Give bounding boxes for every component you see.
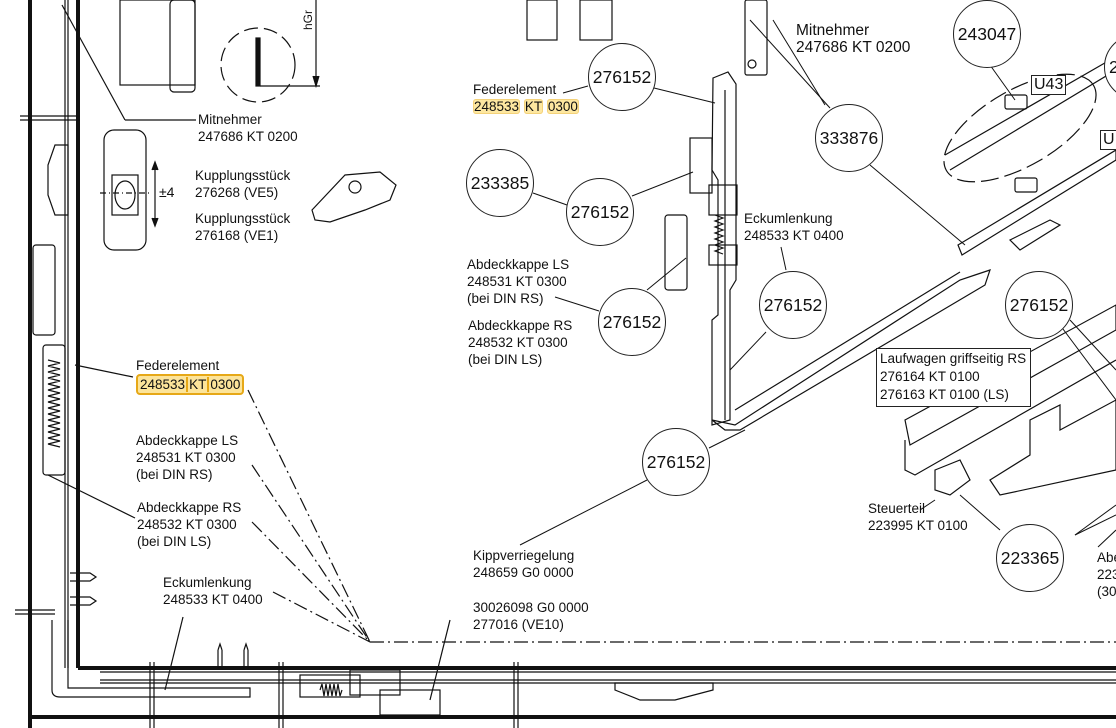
label-abdeckkappe-ls-mid: Abdeckkappe LS 248531 KT 0300 (bei DIN R… bbox=[467, 256, 569, 307]
code-part: KT bbox=[523, 99, 544, 114]
dimension-hgr: hGr bbox=[301, 10, 315, 30]
callout-bubble[interactable]: 243047 bbox=[953, 0, 1021, 68]
code-part: KT bbox=[186, 377, 210, 392]
part-name: Eckumlenkung bbox=[744, 211, 833, 226]
tolerance-label: ±4 bbox=[159, 184, 175, 200]
part-code: 247686 KT 0200 bbox=[198, 129, 298, 144]
part-code: 248531 KT 0300 bbox=[467, 274, 567, 289]
part-code: 30026098 G0 0000 bbox=[473, 600, 589, 615]
part-name: Abdeckkappe RS bbox=[137, 500, 242, 515]
label-eckumlenkung-mid: Eckumlenkung 248533 KT 0400 bbox=[744, 210, 844, 244]
label-mitnehmer-right: Mitnehmer 247686 KT 0200 bbox=[796, 22, 910, 56]
code-part: 248533 bbox=[140, 377, 186, 392]
label-kippverriegelung: Kippverriegelung 248659 G0 0000 bbox=[473, 547, 574, 581]
code-part: 0300 bbox=[210, 377, 241, 392]
part-name: Laufwagen griffseitig RS bbox=[880, 351, 1027, 366]
part-code: 248531 KT 0300 bbox=[136, 450, 236, 465]
part-name: Eckumlenkung bbox=[163, 575, 252, 590]
part-name: Kippverriegelung bbox=[473, 548, 575, 563]
part-name: Abdeckkappe RS bbox=[468, 318, 573, 333]
part-name: Abe bbox=[1097, 550, 1116, 565]
callout-bubble[interactable]: 276152 bbox=[759, 271, 827, 339]
part-code: 276268 (VE5) bbox=[195, 185, 279, 200]
callout-bubble[interactable]: 223365 bbox=[996, 524, 1064, 592]
part-note: (bei DIN LS) bbox=[468, 352, 543, 367]
part-code: 248533 KT 0400 bbox=[744, 228, 844, 243]
code-part: 248533 bbox=[473, 99, 521, 114]
label-federelement-mid: Federelement 248533 KT 0300 bbox=[473, 81, 579, 115]
part-name: Federelement bbox=[473, 82, 557, 97]
callout-bubble[interactable]: 233385 bbox=[466, 149, 534, 217]
callout-bubble[interactable]: 276152 bbox=[566, 178, 634, 246]
part-note: (30 bbox=[1097, 584, 1116, 599]
part-name: Abdeckkappe LS bbox=[136, 433, 239, 448]
part-code: 248659 G0 0000 bbox=[473, 565, 574, 580]
label-abdeckkappe-ls-left: Abdeckkappe LS 248531 KT 0300 (bei DIN R… bbox=[136, 432, 238, 483]
callout-bubble[interactable]: 276152 bbox=[1005, 271, 1073, 339]
part-note: (bei DIN LS) bbox=[137, 534, 212, 549]
label-mitnehmer-left: Mitnehmer 247686 KT 0200 bbox=[198, 111, 298, 145]
label-kupplungsstueck-ve5: Kupplungsstück 276268 (VE5) bbox=[195, 167, 290, 201]
part-code: 247686 KT 0200 bbox=[796, 39, 911, 56]
code-part: 0300 bbox=[546, 99, 579, 114]
part-code: 248532 KT 0300 bbox=[468, 335, 568, 350]
label-abdeckkappe-rs-left: Abdeckkappe RS 248532 KT 0300 (bei DIN L… bbox=[137, 499, 241, 550]
label-abdeckkappe-rs-mid: Abdeckkappe RS 248532 KT 0300 (bei DIN L… bbox=[468, 317, 572, 368]
callout-bubble[interactable]: 276152 bbox=[588, 43, 656, 111]
part-name: Kupplungsstück bbox=[195, 168, 291, 183]
part-code-2: 277016 (VE10) bbox=[473, 617, 564, 632]
detail-tag[interactable]: U bbox=[1100, 130, 1116, 150]
label-steuerteil: Steuerteil 223995 KT 0100 bbox=[868, 500, 968, 534]
callout-bubble[interactable]: 333876 bbox=[815, 104, 883, 172]
part-code: 276164 KT 0100 bbox=[880, 369, 980, 384]
callout-bubble[interactable]: 276152 bbox=[598, 288, 666, 356]
part-code: 223995 KT 0100 bbox=[868, 518, 968, 533]
label-screw: 30026098 G0 0000 277016 (VE10) bbox=[473, 599, 589, 633]
part-code-highlight[interactable]: 248533 KT 0300 bbox=[473, 98, 579, 115]
label-eckumlenkung-left: Eckumlenkung 248533 KT 0400 bbox=[163, 574, 263, 608]
part-code: 223 bbox=[1097, 567, 1116, 582]
callout-bubble[interactable]: 276152 bbox=[642, 428, 710, 496]
part-name: Federelement bbox=[136, 358, 220, 373]
label-laufwagen: Laufwagen griffseitig RS 276164 KT 0100 … bbox=[876, 348, 1032, 407]
part-name: Mitnehmer bbox=[796, 22, 870, 39]
part-name: Steuerteil bbox=[868, 501, 926, 516]
part-name: Abdeckkappe LS bbox=[467, 257, 570, 272]
label-kupplungsstueck-ve1: Kupplungsstück 276168 (VE1) bbox=[195, 210, 290, 244]
part-name: Kupplungsstück bbox=[195, 211, 291, 226]
part-note: (bei DIN RS) bbox=[136, 467, 213, 482]
part-code: 248533 KT 0400 bbox=[163, 592, 263, 607]
part-code: 276168 (VE1) bbox=[195, 228, 279, 243]
detail-tag[interactable]: U43 bbox=[1031, 75, 1067, 95]
label-abdeckkappe-cut: Abe 223 (30 bbox=[1097, 549, 1116, 600]
part-code: 248532 KT 0300 bbox=[137, 517, 237, 532]
part-name: Mitnehmer bbox=[198, 112, 262, 127]
part-note: (bei DIN RS) bbox=[467, 291, 544, 306]
part-code-2: 276163 KT 0100 (LS) bbox=[880, 387, 1009, 402]
